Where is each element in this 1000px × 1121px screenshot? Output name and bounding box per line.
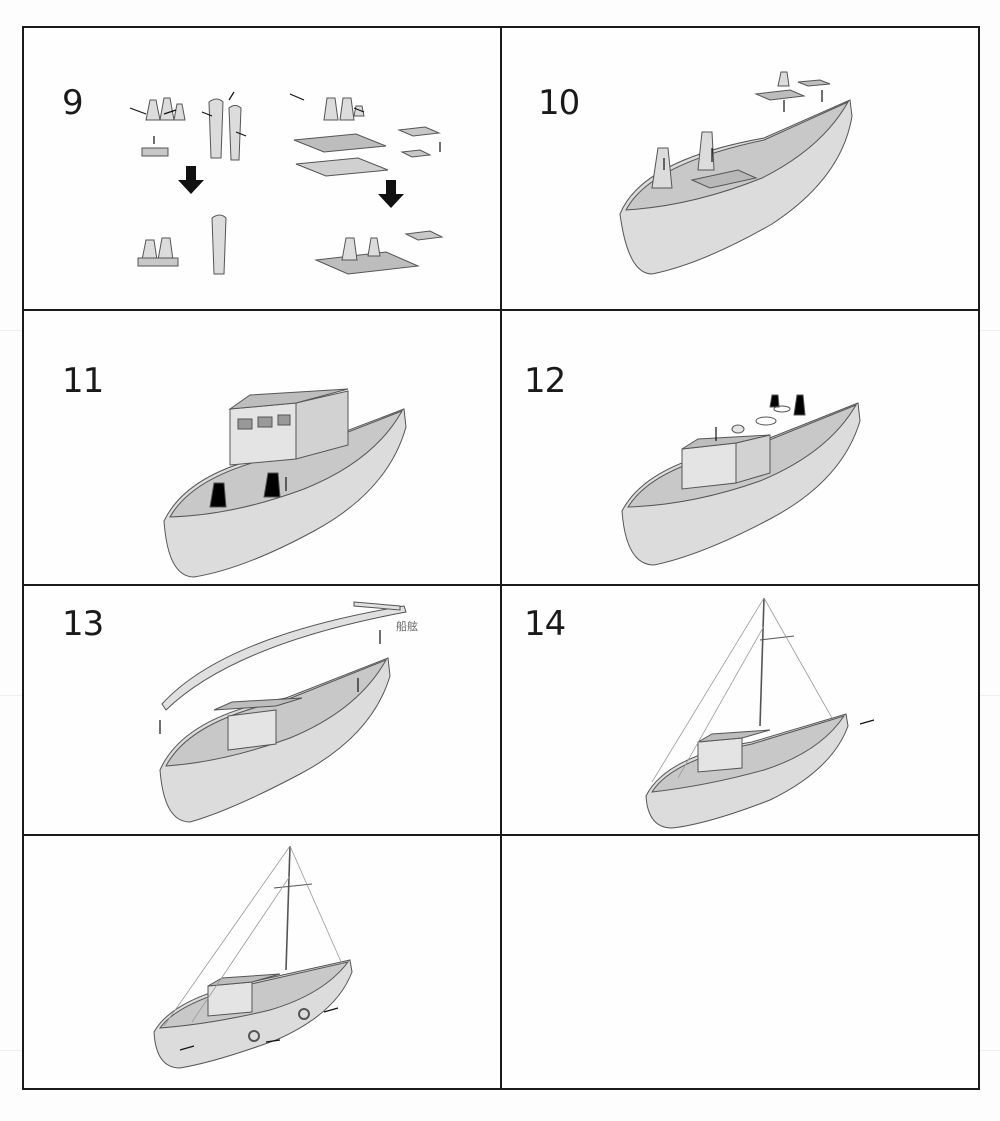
step-number: 13 xyxy=(62,604,104,644)
step-12-panel: 12 xyxy=(502,311,978,586)
step-grid: 9 xyxy=(22,26,980,1090)
step-14-rigging-illustration xyxy=(645,597,875,829)
step-13-gunwale-illustration xyxy=(159,601,407,823)
finished-boat-illustration xyxy=(153,845,353,1069)
step-11-panel: 11 xyxy=(24,311,502,586)
step-14-panel: 14 xyxy=(502,586,978,836)
empty-panel xyxy=(502,836,978,1088)
step-number: 14 xyxy=(524,604,566,644)
step-9-parts-illustration xyxy=(129,91,444,275)
step-13-panel: 13 船舷 xyxy=(24,586,502,836)
finished-model-panel xyxy=(24,836,502,1088)
step-11-cabin-illustration xyxy=(163,388,407,578)
step-10-hull-illustration xyxy=(619,71,853,275)
step-12-fittings-illustration xyxy=(621,394,861,566)
step-number: 11 xyxy=(62,361,104,401)
step-number: 12 xyxy=(524,361,566,401)
step-9-panel: 9 xyxy=(24,28,502,311)
step-number: 10 xyxy=(538,83,580,123)
step-10-panel: 10 xyxy=(502,28,978,311)
step-number: 9 xyxy=(62,83,84,123)
part-label-gunwale: 船舷 xyxy=(396,620,418,633)
